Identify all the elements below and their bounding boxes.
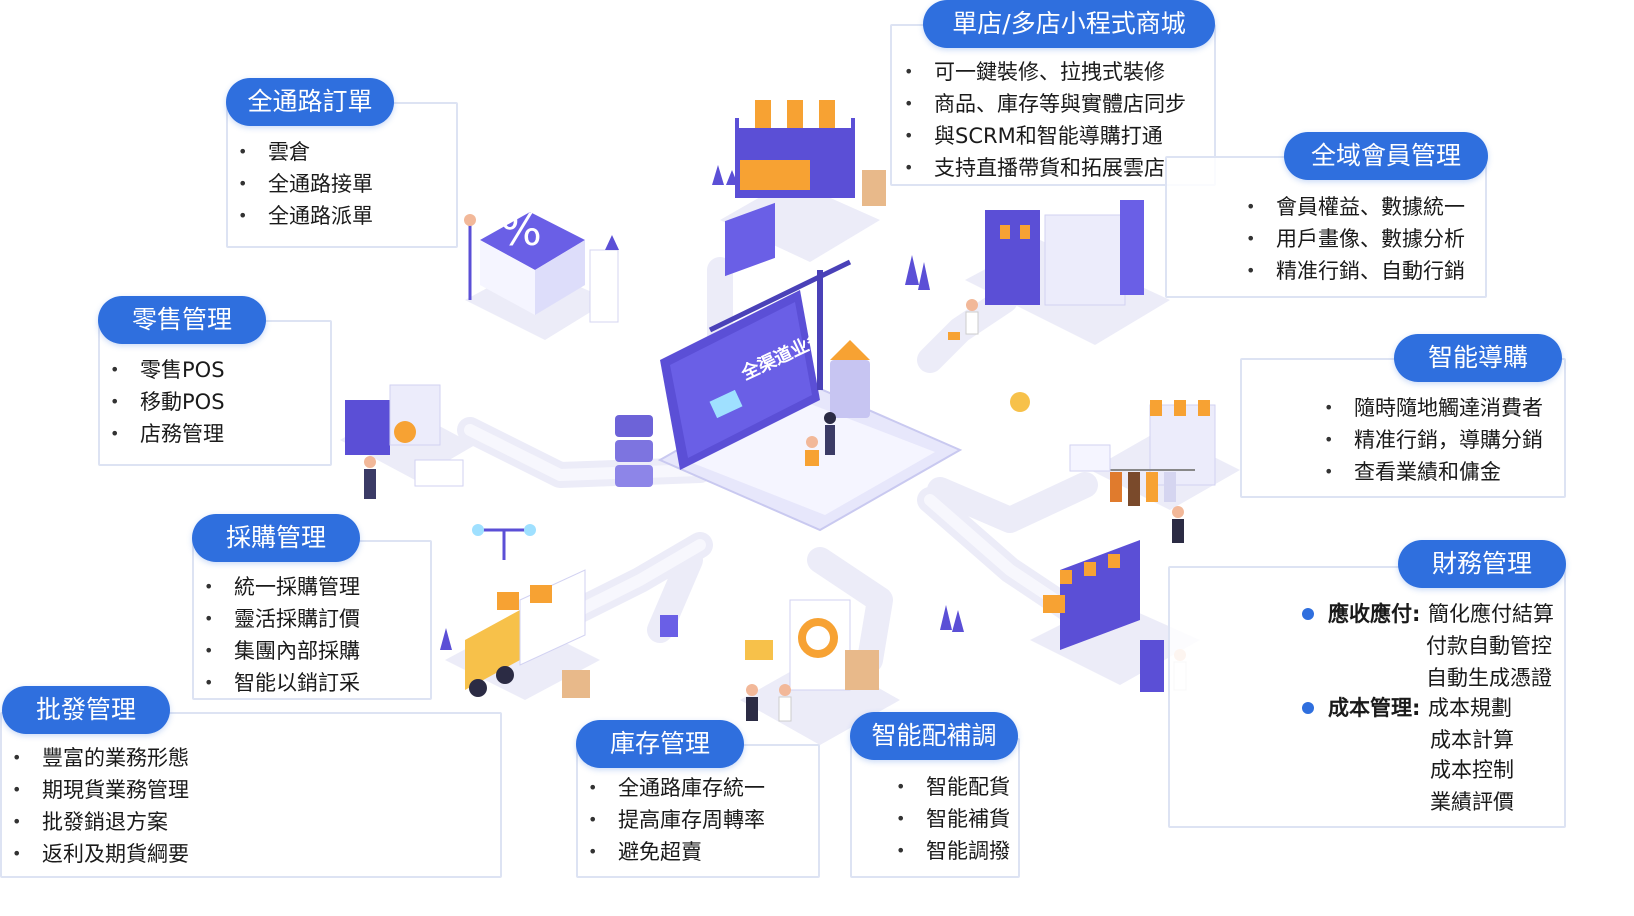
list-item: 精准行銷，導購分銷 [1324,424,1543,456]
inventory-list: 全通路庫存統一 提高庫存周轉率 避免超賣 [588,772,765,868]
guide-title[interactable]: 智能導購 [1394,334,1562,382]
smart-guide-scene [1010,392,1240,543]
list-item: 店務管理 [110,418,225,450]
list-item: 付款自動管控 [1426,634,1552,658]
retail-pos-scene [340,384,475,499]
member-store-scene [905,200,1170,345]
list-item: 智能配貨 [896,771,1010,803]
bullet-dot-icon [1302,702,1314,714]
list-item: 智能以銷訂采 [204,667,360,699]
replenish-title[interactable]: 智能配補調 [850,712,1018,760]
list-item: 移動POS [110,386,225,418]
mall-list: 可一鍵裝修、拉拽式裝修 商品、庫存等與實體店同步 與SCRM和智能導購打通 支持… [904,56,1186,184]
list-item: 零售POS [110,354,225,386]
omni-order-list: 雲倉 全通路接單 全通路派單 [238,136,373,232]
omni-order-scene: % [464,205,619,340]
list-item: 靈活採購訂價 [204,603,360,635]
wholesale-list: 豐富的業務形態 期現貨業務管理 批發銷退方案 返利及期貨綱要 [12,742,189,870]
svg-text:%: % [500,205,542,256]
list-item: 用戶畫像、數據分析 [1246,223,1465,255]
list-item: 返利及期貨綱要 [12,838,189,870]
list-item: 與SCRM和智能導購打通 [904,120,1186,152]
list-item: 成本規劃 [1428,696,1512,720]
member-title[interactable]: 全域會員管理 [1284,132,1488,180]
omni-order-title[interactable]: 全通路訂單 [226,78,394,126]
purchase-list: 統一採購管理 靈活採購訂價 集團內部採購 智能以銷訂采 [204,571,360,699]
list-item: 全通路接單 [238,168,373,200]
list-item: 全通路派單 [238,200,373,232]
list-item: 精准行銷、自動行銷 [1246,255,1465,287]
list-item: 自動生成憑證 [1426,666,1552,690]
list-item: 隨時隨地觸達消費者 [1324,392,1543,424]
list-item: 批發銷退方案 [12,806,189,838]
list-item: 豐富的業務形態 [12,742,189,774]
list-item: 簡化應付結算 [1428,602,1554,626]
mall-title[interactable]: 單店/多店小程式商城 [923,0,1215,48]
list-item: 成本控制 [1430,758,1514,782]
finance-title[interactable]: 財務管理 [1398,540,1566,588]
guide-list: 隨時隨地觸達消費者 精准行銷，導購分銷 查看業績和傭金 [1324,392,1543,488]
list-item: 全通路庫存統一 [588,772,765,804]
list-item: 業績評價 [1430,790,1514,814]
list-item: 避免超賣 [588,836,765,868]
list-item: 可一鍵裝修、拉拽式裝修 [904,56,1186,88]
list-item: 商品、庫存等與實體店同步 [904,88,1186,120]
list-item: 查看業績和傭金 [1324,456,1543,488]
list-item: 成本計算 [1430,728,1514,752]
mall-store-scene [712,100,886,277]
bullet-dot-icon [1302,608,1314,620]
list-item: 智能補貨 [896,803,1010,835]
purchase-truck-scene [440,524,600,700]
central-laptop: 全渠道业务中台 [615,259,963,532]
finance-group-label: 成本管理: [1328,696,1421,720]
replenish-list: 智能配貨 智能補貨 智能調撥 [896,771,1010,867]
list-item: 集團內部採購 [204,635,360,667]
inventory-title[interactable]: 庫存管理 [576,720,744,768]
list-item: 智能調撥 [896,835,1010,867]
retail-title[interactable]: 零售管理 [98,296,266,344]
list-item: 支持直播帶貨和拓展雲店 [904,152,1186,184]
finance-box [1168,566,1566,828]
list-item: 統一採購管理 [204,571,360,603]
list-item: 雲倉 [238,136,373,168]
list-item: 會員權益、數據統一 [1246,191,1465,223]
retail-list: 零售POS 移動POS 店務管理 [110,354,225,450]
list-item: 提高庫存周轉率 [588,804,765,836]
member-list: 會員權益、數據統一 用戶畫像、數據分析 精准行銷、自動行銷 [1246,191,1465,287]
list-item: 期現貨業務管理 [12,774,189,806]
finance-laptop-scene [940,540,1200,692]
finance-group-label: 應收應付: [1328,602,1421,626]
wholesale-title[interactable]: 批發管理 [2,686,170,734]
purchase-title[interactable]: 採購管理 [192,514,360,562]
